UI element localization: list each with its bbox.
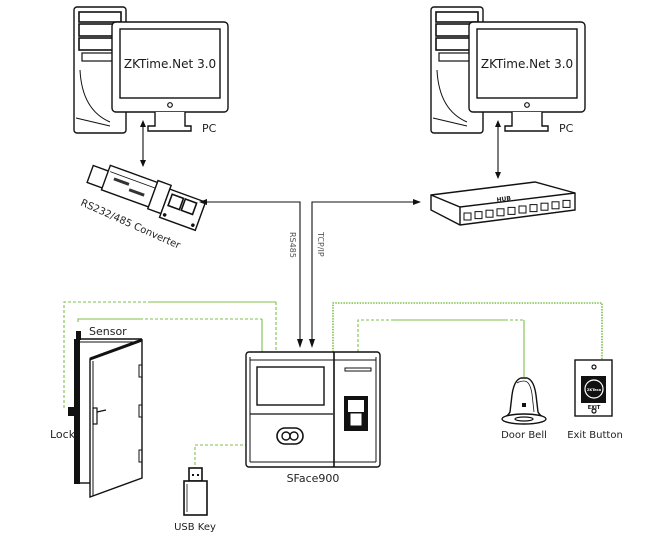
converter-print <box>128 188 145 197</box>
usb-connector <box>188 467 203 482</box>
usb-wire <box>194 444 248 470</box>
door-handle <box>96 409 107 413</box>
lock-label: Lock <box>50 428 76 441</box>
bell-shape <box>502 377 546 419</box>
pc-right[interactable]: ZKTime.Net 3.0 PC <box>430 6 586 135</box>
bell-indicator <box>522 403 526 407</box>
tcpip-label: TCP/IP <box>316 231 325 257</box>
hub-ports <box>463 199 571 221</box>
door-bell[interactable]: Door Bell <box>501 377 547 441</box>
exit-brand-text: ZKTeco <box>587 388 602 392</box>
sensor-label: Sensor <box>89 325 127 338</box>
arrow-down-icon <box>495 172 501 179</box>
door[interactable]: Sensor Lock <box>50 325 143 499</box>
door-lock <box>68 407 76 416</box>
door-bell-wire <box>357 319 392 352</box>
rs232-485-converter[interactable]: RS232/485 Converter <box>79 158 207 252</box>
arrow-right-icon <box>413 199 421 205</box>
arrow-up-icon <box>140 120 146 127</box>
monitor-screen <box>119 28 221 99</box>
communication-lines: RS485 TCP/IP <box>140 120 501 348</box>
peripheral-wires <box>63 301 603 470</box>
door-sensor <box>76 331 81 340</box>
sensor-wire <box>77 318 140 322</box>
usb-key[interactable]: USB Key <box>174 467 216 533</box>
monitor-screen <box>476 28 578 99</box>
terminal-block <box>180 198 198 216</box>
arrow-up-icon <box>495 120 501 127</box>
door-hinge <box>138 364 143 378</box>
lock-wire <box>63 301 150 408</box>
monitor-stand <box>147 112 192 132</box>
exit-text: EXIT <box>588 405 601 411</box>
power-button-icon <box>524 102 530 108</box>
device-label: SFace900 <box>287 472 340 485</box>
face-camera-icon <box>276 427 304 445</box>
pc-label: PC <box>559 122 574 135</box>
hub-label: HUB <box>496 195 512 204</box>
bell-base <box>501 413 547 425</box>
rs485-label: RS485 <box>288 232 297 258</box>
screen-software-name: ZKTime.Net 3.0 <box>481 57 573 71</box>
usb-key-label: USB Key <box>174 522 216 533</box>
door-hinge <box>138 449 143 463</box>
usb-body <box>183 480 208 516</box>
door-handle-plate <box>92 407 98 425</box>
door-leaf <box>89 338 143 499</box>
door-bell-label: Door Bell <box>501 430 547 441</box>
sface900-device[interactable]: SFace900 <box>245 351 381 485</box>
drive-bay <box>78 11 122 23</box>
exit-button-wire <box>332 302 603 360</box>
power-button-icon <box>167 102 173 108</box>
screen-software-name: ZKTime.Net 3.0 <box>124 57 216 71</box>
exit-button-label: Exit Button <box>567 430 623 441</box>
card-reader-slot <box>344 367 372 372</box>
door-frame <box>74 339 80 484</box>
pc-left[interactable]: ZKTime.Net 3.0 PC <box>73 6 229 135</box>
converter-print <box>113 177 130 186</box>
terminal-block <box>167 193 185 211</box>
door-hinge <box>138 404 143 418</box>
arrow-down-icon <box>140 160 146 167</box>
pc-label: PC <box>202 122 217 135</box>
arrow-left-icon <box>199 199 207 205</box>
arrow-down-icon <box>309 339 315 348</box>
device-body <box>245 351 381 468</box>
monitor-stand <box>504 112 549 132</box>
screw-icon <box>591 364 597 370</box>
drive-bay <box>435 11 479 23</box>
device-screen <box>256 366 325 406</box>
network-hub[interactable]: HUB <box>430 181 576 226</box>
arrow-down-icon <box>297 339 303 348</box>
exit-button[interactable]: ZKTeco EXIT Exit Button <box>567 359 623 441</box>
screw-icon <box>591 408 597 414</box>
push-button-icon <box>584 379 604 399</box>
hub-body <box>430 181 576 226</box>
